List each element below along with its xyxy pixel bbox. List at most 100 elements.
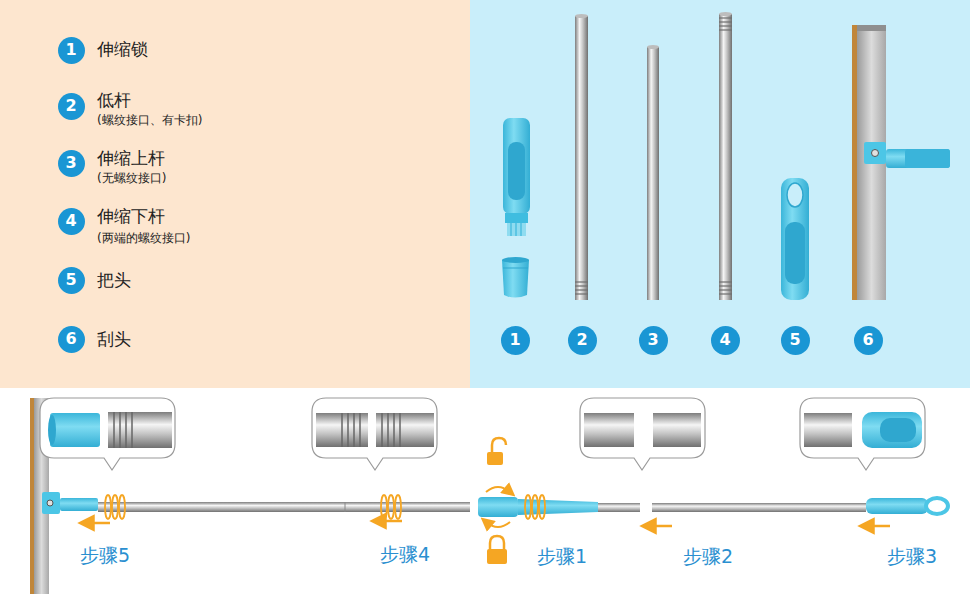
lock-part bbox=[505, 213, 528, 223]
assembly-pole bbox=[926, 498, 948, 514]
part-note: (无螺纹接口) bbox=[97, 172, 166, 186]
zoom-bubble-step5 bbox=[113, 412, 115, 448]
zoom-bubble-step4 bbox=[316, 413, 368, 447]
assembly-squeegee bbox=[42, 492, 60, 514]
callout-number: 3 bbox=[58, 150, 85, 177]
upper-pole-part bbox=[647, 45, 659, 49]
callout-number: 1 bbox=[501, 326, 530, 355]
assembly-pole bbox=[598, 503, 640, 512]
zoom-bubble-step4 bbox=[359, 413, 361, 447]
zoom-bubble-step5 bbox=[40, 398, 175, 470]
callout-number: 4 bbox=[711, 326, 740, 355]
direction-arrows bbox=[86, 521, 890, 526]
lock-icon bbox=[490, 536, 504, 550]
callout-number: 6 bbox=[58, 326, 85, 353]
zoom-bubble-step5 bbox=[48, 415, 56, 445]
handle-part bbox=[781, 178, 809, 300]
step-label: 步骤3 bbox=[887, 546, 937, 568]
zoom-bubble-step4 bbox=[342, 413, 360, 447]
callout-number: 5 bbox=[58, 267, 85, 294]
lower-pole-part bbox=[719, 21, 732, 22]
twist-coils bbox=[388, 495, 394, 519]
bottom-pole-part bbox=[575, 16, 588, 300]
squeegee-part bbox=[905, 149, 950, 168]
squeegee-part bbox=[886, 149, 950, 168]
assembly-pole bbox=[98, 497, 948, 517]
backgrounds bbox=[0, 0, 470, 388]
part-name: 伸缩锁 bbox=[97, 40, 148, 60]
zoom-bubble-step2 bbox=[584, 413, 634, 447]
callout-number-text: 5 bbox=[789, 332, 800, 348]
lower-pole-part bbox=[719, 29, 732, 30]
zoom-bubble-step4 bbox=[382, 413, 400, 447]
callout-number: 3 bbox=[639, 326, 668, 355]
part-note: (螺纹接口、有卡扣) bbox=[97, 114, 202, 128]
bottom-pole-part bbox=[575, 282, 588, 294]
handle-part bbox=[787, 183, 803, 207]
twist-coils bbox=[532, 495, 538, 519]
lower-pole-part bbox=[719, 293, 732, 294]
twist-coils bbox=[105, 495, 545, 519]
callout-number-text: 3 bbox=[647, 332, 658, 348]
twist-coils bbox=[105, 495, 111, 519]
zoom-bubble-step4 bbox=[312, 398, 437, 470]
part-name: 低杆 bbox=[97, 91, 131, 111]
direction-arrows bbox=[648, 525, 672, 528]
twist-coils bbox=[539, 495, 545, 519]
squeegee-part bbox=[864, 142, 886, 164]
zoom-bubble-step5 bbox=[125, 412, 127, 448]
lock-icon bbox=[487, 536, 507, 564]
handle-part bbox=[785, 222, 805, 284]
lock-part bbox=[508, 142, 525, 200]
direction-arrows bbox=[378, 520, 402, 523]
twist-coils bbox=[395, 495, 401, 519]
twist-coils bbox=[381, 495, 387, 519]
bottom-pole-part bbox=[575, 14, 588, 300]
part-name: 伸缩上杆 bbox=[97, 149, 165, 169]
zoom-bubble-step2 bbox=[580, 398, 705, 470]
lock-part bbox=[510, 223, 512, 236]
lock-part bbox=[502, 118, 530, 298]
callout-number-text: 4 bbox=[719, 332, 730, 348]
lower-pole-part bbox=[719, 25, 732, 26]
lower-pole-part bbox=[719, 18, 732, 294]
part-name: 伸缩下杆 bbox=[97, 207, 165, 227]
rotate-arrows bbox=[486, 522, 510, 527]
rotate-arrows bbox=[486, 487, 510, 527]
callout-number: 2 bbox=[58, 93, 85, 120]
callout-number-text: 2 bbox=[65, 98, 76, 114]
bottom-pole-part bbox=[575, 285, 588, 286]
lock-part bbox=[503, 118, 530, 214]
part-note: (两端的螺纹接口) bbox=[97, 232, 190, 246]
unlock-icon bbox=[487, 452, 503, 465]
unlock-icon bbox=[492, 438, 506, 452]
lock-part bbox=[502, 260, 529, 298]
squeegee-part bbox=[857, 25, 886, 31]
step-label: 步骤1 bbox=[537, 546, 587, 568]
zoom-bubble-step4 bbox=[381, 413, 383, 447]
zoom-bubble-step4 bbox=[312, 398, 437, 470]
assembly-squeegee bbox=[47, 500, 53, 506]
lower-pole-part bbox=[719, 14, 732, 300]
lower-pole-part bbox=[719, 12, 732, 300]
direction-arrows bbox=[866, 525, 890, 528]
lock-part bbox=[507, 223, 526, 236]
callout-number: 1 bbox=[58, 37, 85, 64]
zoom-bubble-step5 bbox=[114, 412, 132, 448]
lock-part bbox=[520, 223, 522, 236]
callout-number: 2 bbox=[568, 326, 597, 355]
callout-number-text: 3 bbox=[65, 155, 76, 171]
zoom-bubble-step4 bbox=[387, 413, 389, 447]
zoom-bubble-step5 bbox=[108, 412, 172, 448]
zoom-bubble-step4 bbox=[376, 413, 434, 447]
twist-coils bbox=[119, 495, 125, 519]
unlock-icon bbox=[487, 438, 506, 465]
lower-pole-part bbox=[719, 17, 732, 18]
callout-number-text: 6 bbox=[862, 332, 873, 348]
handle-part bbox=[781, 178, 809, 300]
zoom-bubble-step4 bbox=[399, 413, 401, 447]
squeegee-part bbox=[872, 150, 879, 157]
bottom-pole-part bbox=[575, 14, 588, 18]
